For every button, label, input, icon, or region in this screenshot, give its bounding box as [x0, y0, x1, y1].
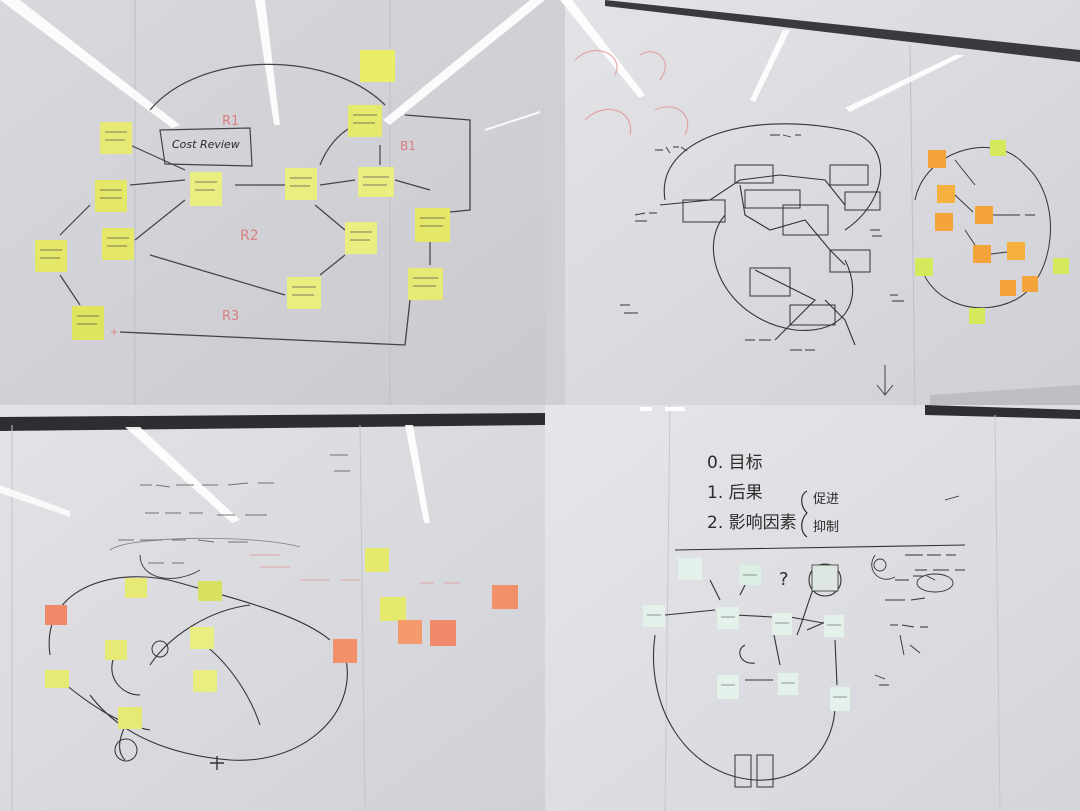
sticky-note [45, 670, 69, 688]
light-reflection [125, 427, 240, 523]
sticky-note [333, 639, 357, 663]
question-mark-scribble: ? [779, 569, 789, 590]
loop-label-r3: R3 [222, 309, 239, 324]
sticky-note [365, 548, 389, 572]
whiteboard-top-left-canvas: Cost Review R1 R2 R3 B1 + [0, 0, 545, 405]
sticky-note [778, 673, 798, 695]
handwriting [620, 134, 904, 351]
cost-review-box [159, 127, 253, 167]
heading-factors: 2. 影响因素 [707, 513, 797, 533]
light-reflection [560, 0, 645, 98]
sticky-note [360, 50, 395, 82]
sticky-note [811, 564, 839, 592]
sticky-note [824, 615, 844, 637]
sticky-note [935, 213, 953, 231]
sticky-note [739, 565, 761, 585]
heading-goal: 0. 目标 [707, 453, 763, 473]
light-reflection [0, 0, 180, 128]
sticky-note [348, 105, 382, 137]
sticky-note [102, 228, 134, 260]
light-reflection [383, 0, 545, 125]
whiteboard-photo-bottom-right: 0. 目标 1. 后果 2. 影响因素 促进 抑制 ? [545, 405, 1080, 811]
sticky-note [118, 707, 142, 729]
sticky-note [35, 240, 67, 272]
sticky-note [915, 258, 933, 276]
sticky-note [990, 140, 1006, 156]
sticky-note [717, 607, 739, 629]
light-reflection [0, 485, 70, 517]
svg-text:+: + [110, 327, 118, 338]
sticky-note [937, 185, 955, 203]
sticky-note [285, 168, 317, 200]
light-reflection [405, 425, 430, 523]
sticky-note [105, 640, 127, 660]
sticky-note [643, 605, 665, 627]
sticky-note [975, 206, 993, 224]
sticky-note [287, 277, 321, 309]
sticky-note [415, 208, 450, 242]
sticky-note [95, 180, 127, 212]
sticky-note [830, 687, 850, 711]
cost-review-label: Cost Review [172, 138, 240, 151]
sticky-note [193, 670, 217, 692]
sticky-note [398, 620, 422, 644]
sticky-note [678, 558, 702, 580]
sticky-note [772, 613, 792, 635]
light-reflection [255, 0, 280, 125]
whiteboard-bottom-right-canvas: 0. 目标 1. 后果 2. 影响因素 促进 抑制 ? [545, 405, 1080, 811]
whiteboard-photo-bottom-left [0, 405, 545, 811]
handwriting [871, 495, 965, 686]
sticky-note [190, 172, 222, 206]
sticky-note [1000, 280, 1016, 296]
bracket-item-promote: 促进 [813, 492, 839, 507]
loop-label-b1: B1 [400, 139, 416, 153]
sticky-note [45, 605, 67, 625]
light-reflection [845, 55, 965, 112]
sticky-note [973, 245, 991, 263]
handwriting [118, 454, 350, 564]
heading-consequence: 1. 后果 [707, 483, 763, 503]
sticky-note [358, 167, 394, 197]
sticky-note [1022, 276, 1038, 292]
sticky-note [430, 620, 456, 646]
sticky-note [125, 578, 147, 598]
light-reflection [750, 30, 790, 102]
sticky-note [100, 122, 132, 154]
whiteboard-photo-top-right [545, 0, 1080, 405]
whiteboard-top-right-canvas [545, 0, 1080, 405]
loop-label-r2: R2 [240, 228, 259, 244]
whiteboard-bottom-left-canvas [0, 405, 545, 811]
whiteboard-photo-top-left: Cost Review R1 R2 R3 B1 + [0, 0, 545, 405]
sticky-note [717, 675, 739, 699]
sticky-note [345, 222, 377, 254]
sticky-note [198, 581, 222, 601]
sticky-note [380, 597, 406, 621]
loop-label-r1: R1 [222, 114, 239, 129]
sticky-note [928, 150, 946, 168]
sticky-note [1007, 242, 1025, 260]
sticky-note [408, 268, 443, 300]
sticky-note [72, 306, 104, 340]
sticky-note [969, 308, 985, 324]
sticky-note [492, 585, 518, 609]
sticky-note [1053, 258, 1069, 274]
bracket-item-inhibit: 抑制 [813, 520, 839, 535]
sticky-note [190, 627, 214, 649]
